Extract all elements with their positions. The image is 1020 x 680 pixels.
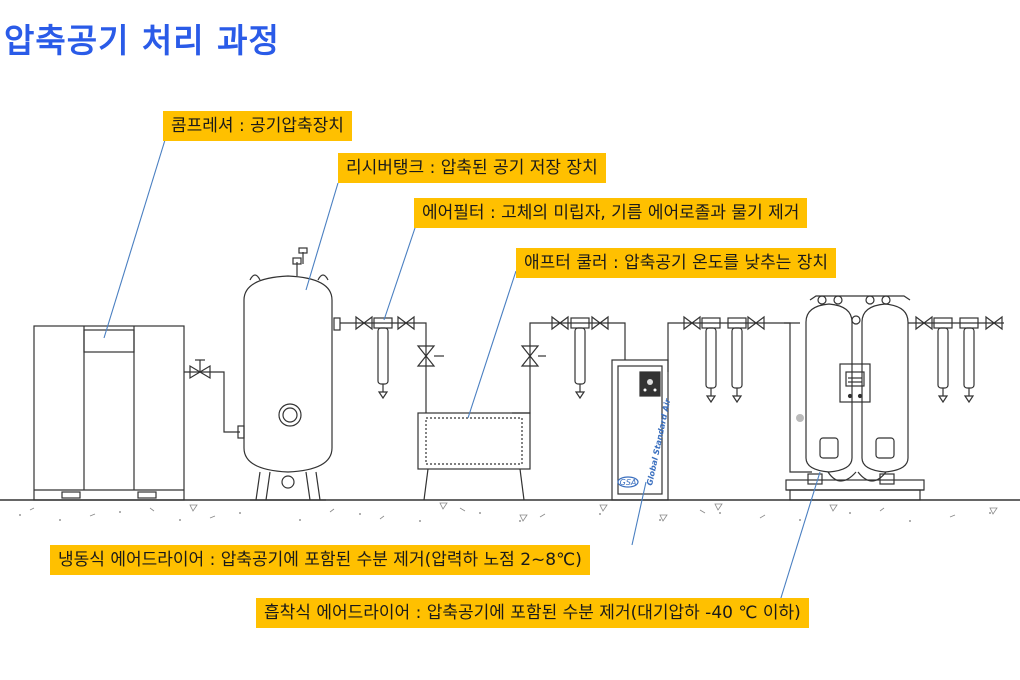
- label-air-filter: 에어필터 : 고체의 미립자, 기름 에어로졸과 물기 제거: [414, 198, 808, 228]
- leader-line-refrigerated-dryer: [631, 481, 647, 546]
- after-cooler: [417, 315, 626, 501]
- air-filter-5: [933, 317, 953, 404]
- label-refrigerated-dryer: 냉동식 에어드라이어 : 압축공기에 포함된 수분 제거(압력하 노점 2~8℃…: [50, 545, 590, 575]
- label-receiver-tank: 리시버탱크 : 압축된 공기 저장 장치: [338, 153, 606, 183]
- pipe-dryer-to-filters: [667, 315, 812, 473]
- leader-line-air-filter: [383, 224, 417, 321]
- air-filter-1: [373, 317, 393, 400]
- air-filter-4: [727, 317, 747, 404]
- label-after-cooler: 애프터 쿨러 : 압축공기 온도를 낮추는 장치: [516, 248, 837, 278]
- pipe-compressor-to-receiver: [184, 359, 245, 439]
- pipe-receiver-to-filter: [340, 315, 444, 413]
- air-filter-6: [959, 317, 979, 404]
- leader-line-receiver-tank: [305, 182, 339, 291]
- compressor: [33, 325, 185, 501]
- leader-line-after-cooler: [467, 270, 517, 419]
- label-desiccant-dryer: 흡착식 에어드라이어 : 압축공기에 포함된 수분 제거(대기압하 -40 ℃ …: [256, 598, 809, 628]
- page-title: 압축공기 처리 과정: [4, 21, 280, 60]
- label-compressor: 콤프레셔 : 공기압축장치: [163, 111, 352, 141]
- desiccant-dryer: [785, 295, 925, 501]
- refrigerated-dryer: [611, 359, 669, 501]
- ground: [0, 499, 1020, 522]
- air-filter-2: [570, 317, 590, 400]
- leader-line-desiccant-dryer: [779, 471, 821, 602]
- pipe-outlet: [908, 315, 1004, 331]
- leader-line-compressor: [103, 139, 166, 339]
- air-filter-3: [701, 317, 721, 404]
- dryer-logo: GSA: [620, 478, 637, 487]
- receiver-tank: [243, 247, 341, 501]
